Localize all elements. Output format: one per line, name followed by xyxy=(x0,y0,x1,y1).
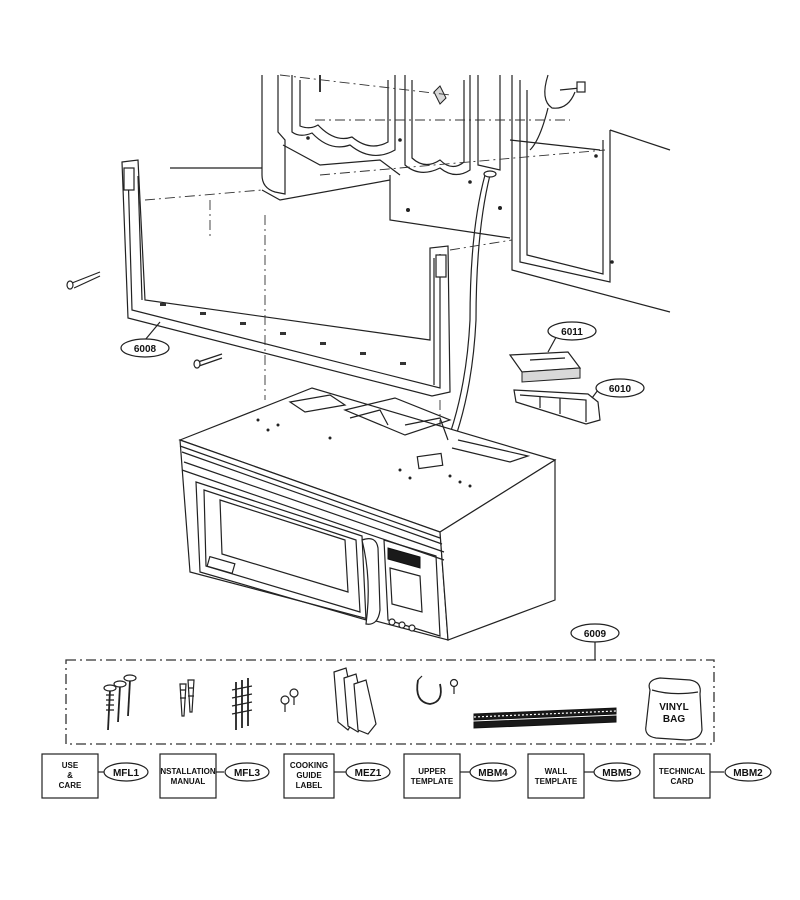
literature-installation-manual: NSTALLATION MANUAL MFL3 xyxy=(159,753,270,799)
lit-6-line-1: TECHNICAL xyxy=(659,767,705,776)
foam-strips xyxy=(473,707,617,729)
vinyl-bag-label-2: BAG xyxy=(663,714,685,725)
screw-lower xyxy=(193,353,223,369)
hardware-kit-enclosure: 6009 xyxy=(65,623,715,745)
literature-row: USE & CARE MFL1 NSTALLATION MANUAL MFL3 … xyxy=(41,753,772,799)
lit-4-line-1: UPPER xyxy=(418,767,446,776)
callout-6009-label: 6009 xyxy=(584,629,607,640)
lit-2-code: MFL3 xyxy=(234,768,261,779)
duct-cover: 6011 xyxy=(508,321,597,383)
literature-technical-card: TECHNICAL CARD MBM2 xyxy=(653,753,772,799)
duct-adapter: 6010 xyxy=(513,378,645,425)
lit-1-line-2: & xyxy=(67,771,73,780)
lit-3-line-3: LABEL xyxy=(296,781,323,790)
literature-wall-template: WALL TEMPLATE MBM5 xyxy=(527,753,641,799)
callout-6008: 6008 xyxy=(120,321,170,358)
vinyl-bag: VINYL BAG xyxy=(645,677,703,741)
cord-clamp xyxy=(416,675,459,705)
literature-cooking-guide-label: COOKING GUIDE LABEL MEZ1 xyxy=(283,753,391,799)
callout-6008-label: 6008 xyxy=(134,344,157,355)
microwave-oven xyxy=(178,387,557,641)
lit-1-line-3: CARE xyxy=(59,781,82,790)
lit-3-code: MEZ1 xyxy=(355,768,382,779)
toggle-bolts xyxy=(103,674,137,731)
upper-cabinets xyxy=(170,74,671,313)
lit-5-line-2: TEMPLATE xyxy=(535,777,578,786)
vinyl-bag-label-1: VINYL xyxy=(659,702,688,713)
literature-use-and-care: USE & CARE MFL1 xyxy=(41,753,149,799)
long-screws xyxy=(231,678,253,730)
small-screws xyxy=(280,688,299,712)
lit-4-line-2: TEMPLATE xyxy=(411,777,454,786)
lit-6-line-2: CARD xyxy=(670,777,693,786)
callout-6010-label: 6010 xyxy=(609,384,632,395)
mounting-frame xyxy=(66,159,513,463)
lit-2-line-2: MANUAL xyxy=(171,777,206,786)
lit-6-code: MBM2 xyxy=(733,768,763,779)
screw-left xyxy=(66,271,101,290)
callout-6011-label: 6011 xyxy=(561,327,583,338)
lit-4-code: MBM4 xyxy=(478,768,508,779)
lit-3-line-1: COOKING xyxy=(290,761,328,770)
literature-upper-template: UPPER TEMPLATE MBM4 xyxy=(403,753,517,799)
lit-1-code: MFL1 xyxy=(113,768,140,779)
anchors xyxy=(179,679,195,717)
lit-1-line-1: USE xyxy=(62,761,79,770)
lit-2-line-1: NSTALLATION xyxy=(160,767,215,776)
lit-5-line-1: WALL xyxy=(545,767,568,776)
frame-slots xyxy=(160,303,406,365)
lit-5-code: MBM5 xyxy=(602,768,632,779)
lit-3-line-2: GUIDE xyxy=(296,771,322,780)
mounting-brackets xyxy=(333,667,377,735)
